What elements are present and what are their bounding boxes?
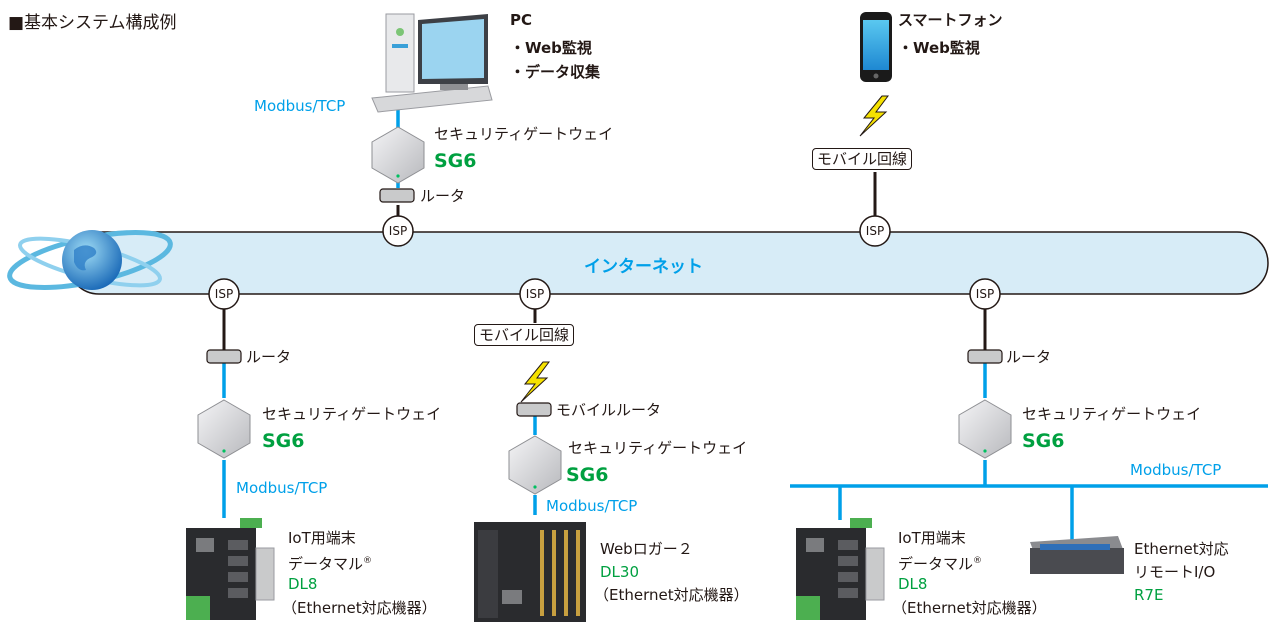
gateway-icon: [508, 435, 562, 495]
device-model: DL8: [288, 575, 318, 593]
mobile-line-label: モバイル回線: [812, 148, 913, 170]
gateway-label: セキュリティゲートウェイ: [568, 439, 748, 457]
gateway-model: SG6: [434, 150, 477, 172]
router-icon: [967, 349, 1003, 364]
gateway-icon: [197, 399, 251, 459]
device-label: IoT用端末: [898, 529, 966, 547]
smartphone-icon: [860, 12, 892, 82]
dl30-device-icon: [474, 522, 586, 622]
device-label: Webロガー２: [600, 540, 693, 558]
device-label: データマル®: [898, 555, 983, 573]
isp-label: ISP: [865, 224, 885, 238]
smartphone-feature: ・Web監視: [898, 39, 980, 57]
gateway-icon: [371, 126, 425, 184]
dl8-device-icon: [796, 518, 885, 620]
isp-label: ISP: [525, 287, 545, 301]
device-note: （Ethernet対応機器）: [594, 586, 749, 604]
pc-feature: ・Web監視: [510, 39, 592, 57]
lightning-icon: [520, 361, 550, 403]
mobile-router-label: モバイルルータ: [556, 401, 662, 419]
gateway-icon: [958, 399, 1012, 459]
protocol-label: Modbus/TCP: [546, 497, 638, 515]
pc-label: PC: [510, 11, 533, 29]
isp-node: [969, 278, 1001, 310]
gateway-label: セキュリティゲートウェイ: [262, 405, 442, 423]
gateway-model: SG6: [1022, 430, 1065, 452]
r7e-device-icon: [1030, 536, 1124, 574]
device-note: （Ethernet対応機器）: [282, 599, 437, 617]
device-label: データマル®: [288, 555, 373, 573]
mobile-line-label: モバイル回線: [474, 324, 575, 346]
router-icon: [379, 188, 415, 203]
gateway-model: SG6: [566, 464, 609, 486]
pc-feature: ・データ収集: [510, 63, 601, 81]
dl8-device-icon: [186, 518, 275, 620]
isp-node: [519, 278, 551, 310]
isp-node: [208, 278, 240, 310]
device-label: Ethernet対応: [1134, 540, 1229, 558]
internet-label: インターネット: [584, 257, 703, 277]
protocol-label: Modbus/TCP: [1130, 461, 1222, 479]
page-title: ■基本システム構成例: [8, 13, 177, 33]
router-label: ルータ: [420, 187, 466, 205]
router-icon: [516, 402, 552, 417]
protocol-label: Modbus/TCP: [236, 479, 328, 497]
pc-icon: [371, 13, 493, 113]
router-label: ルータ: [1006, 348, 1052, 366]
gateway-model: SG6: [262, 430, 305, 452]
router-icon: [206, 349, 242, 364]
lightning-icon: [859, 95, 889, 137]
gateway-label: セキュリティゲートウェイ: [434, 125, 614, 143]
isp-label: ISP: [388, 224, 408, 238]
isp-node: [859, 215, 891, 247]
isp-node: [382, 215, 414, 247]
globe-icon: [7, 230, 173, 290]
isp-label: ISP: [214, 287, 234, 301]
device-model: DL8: [898, 575, 928, 593]
protocol-label: Modbus/TCP: [254, 97, 346, 115]
isp-label: ISP: [975, 287, 995, 301]
device-label: IoT用端末: [288, 529, 356, 547]
gateway-label: セキュリティゲートウェイ: [1022, 405, 1202, 423]
device-model: DL30: [600, 563, 639, 581]
device-note: （Ethernet対応機器）: [892, 599, 1047, 617]
router-label: ルータ: [246, 348, 292, 366]
device-model: R7E: [1134, 586, 1164, 604]
device-label: リモートI/O: [1134, 563, 1216, 581]
smartphone-label: スマートフォン: [898, 11, 1003, 29]
